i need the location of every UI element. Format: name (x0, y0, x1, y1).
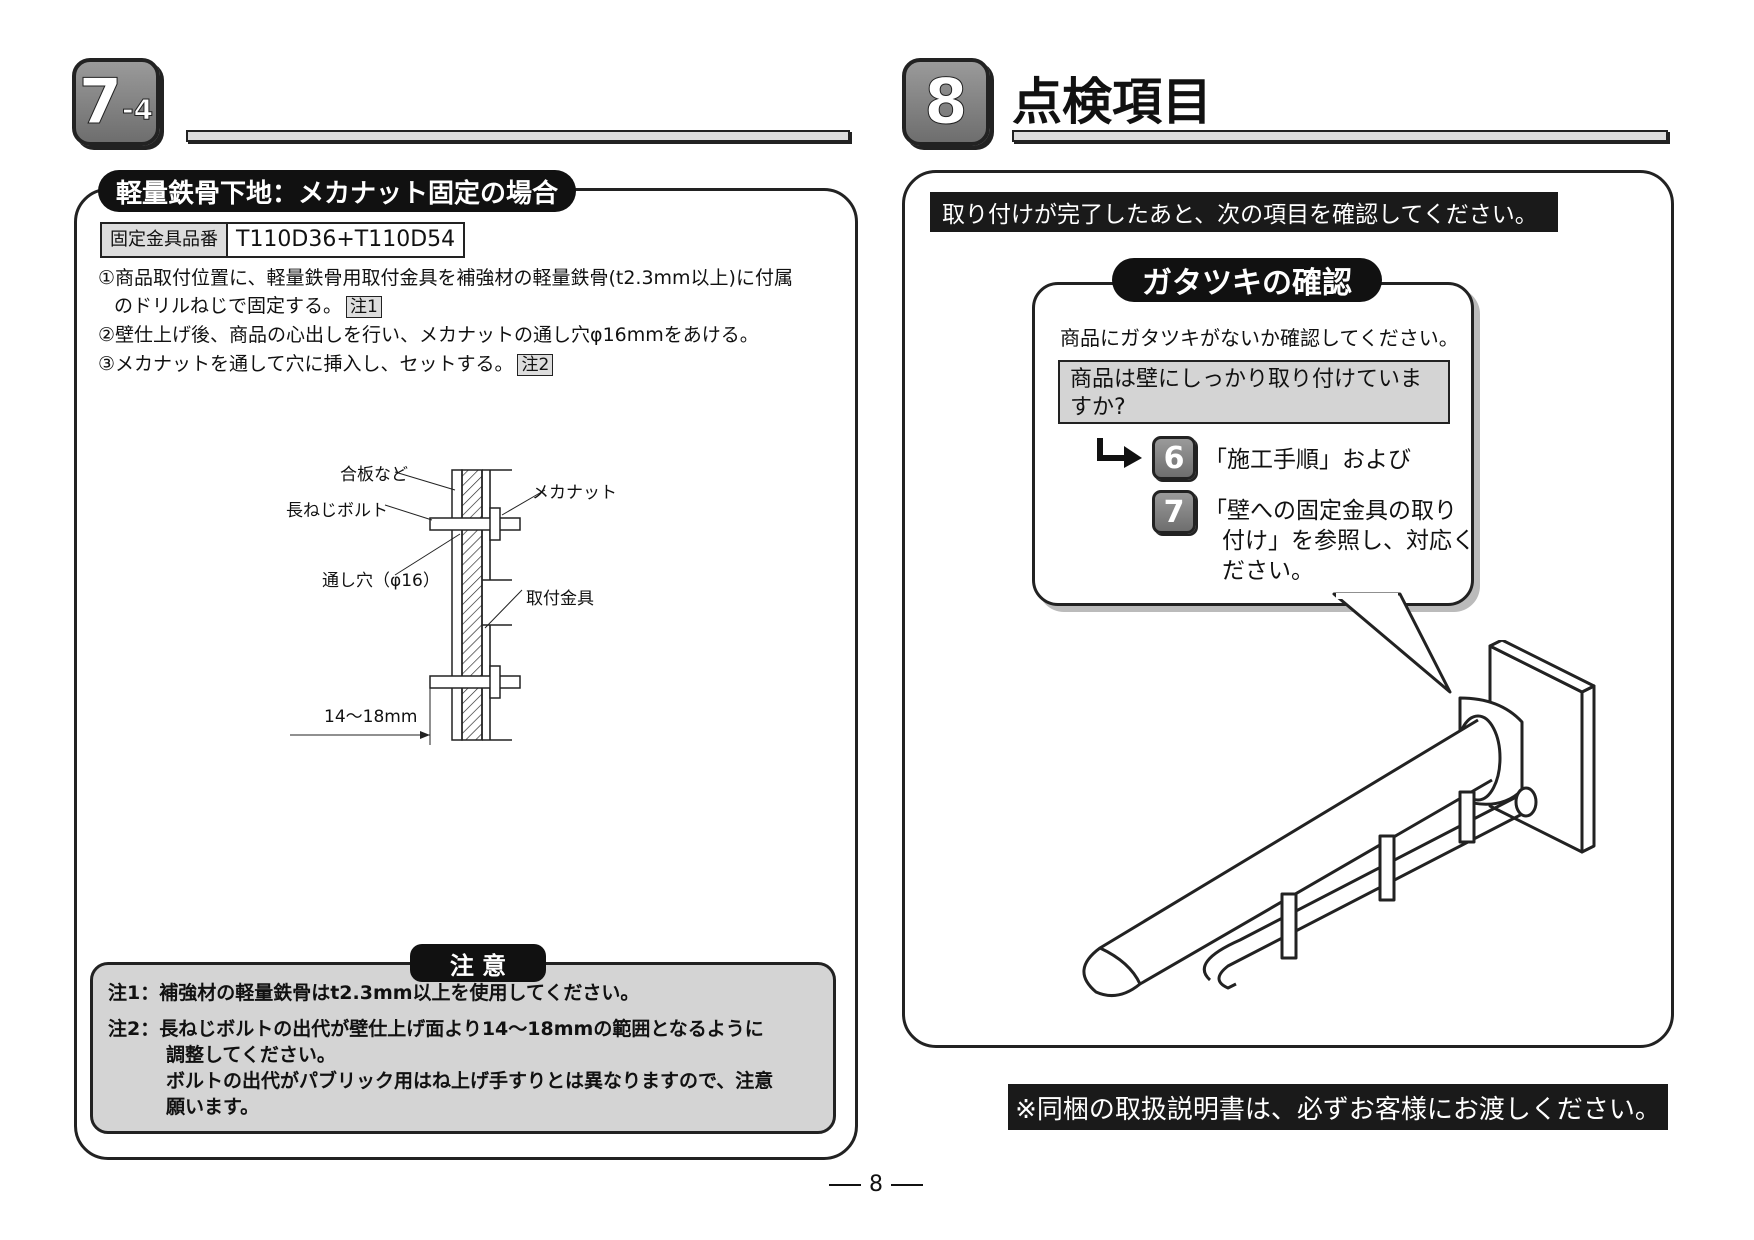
brace-2 (1378, 834, 1396, 902)
section-badge-8: 8 (902, 58, 990, 146)
rail-tip-detail (1099, 946, 1142, 985)
grab-bar-illustration (1082, 640, 1596, 998)
parts-value: T110D36+T110D54 (236, 227, 456, 252)
step1-line2: のドリルねじで固定する。注1 (114, 292, 382, 321)
section-number-8: 8 (924, 65, 968, 138)
note2-line3: ボルトの出代がパブリック用はね上げ手すりとは異なりますので、注意 (166, 1070, 774, 1092)
long-bolt-bottom (429, 675, 521, 689)
page-number-dash-right (891, 1183, 923, 1186)
wall-plate-top (1488, 640, 1596, 694)
dim-arrow (420, 731, 430, 739)
note2-line4: 願います。 (166, 1096, 260, 1118)
note2-line1: 注2：長ねじボルトの出代が壁仕上げ面より14～18mmの範囲となるように (108, 1018, 764, 1040)
note1: 注1：補強材の軽量鉄骨はt2.3mm以上を使用してください。 (108, 982, 640, 1004)
intro-bar: 取り付けが完了したあと、次の項目を確認してください。 (930, 192, 1558, 232)
parts-table: 固定金具品番 T110D36+T110D54 (100, 222, 466, 258)
upper-rail (1082, 718, 1493, 998)
leader-mekanut (501, 489, 546, 516)
section-rule-left (186, 130, 850, 142)
section-rule-right (1012, 130, 1668, 142)
ref2-line1: 「壁への固定金具の取り (1204, 498, 1457, 524)
page-number-dash-left (829, 1183, 861, 1186)
ref2-line2: 付け」を参照し、対応く (1222, 528, 1475, 554)
brace-3 (1458, 790, 1476, 844)
note1-tag: 注1 (346, 296, 382, 318)
ref-badge-6: 6 (1152, 436, 1196, 480)
ref2-line3: ださい。 (1222, 558, 1314, 584)
plywood-board (451, 469, 463, 741)
section-heading: 軽量鉄骨下地：メカナット固定の場合 (98, 170, 577, 212)
leader-bracket (484, 589, 523, 629)
lower-rail-cap (1514, 786, 1538, 818)
question-line1: 商品は壁にしっかり取り付けていま (1070, 367, 1423, 392)
note2-line2: 調整してください。 (166, 1044, 336, 1066)
check-bubble (1032, 282, 1474, 606)
leader-plywood (394, 471, 456, 491)
section-sub-number: -4 (122, 93, 154, 127)
mekanut-top (489, 507, 501, 541)
wall-plate-side (1580, 684, 1596, 854)
leader-hole (394, 533, 461, 576)
ref-badge-7: 7 (1152, 490, 1196, 534)
lower-rail-top (1202, 792, 1523, 982)
lower-rail (1217, 808, 1531, 990)
bubble-pointer (1332, 592, 1452, 694)
ref1-text: 「施工手順」および (1204, 447, 1411, 473)
caution-title: 注 意 (410, 944, 546, 982)
section-number: 7 (78, 65, 123, 138)
arrow-right-icon (1097, 438, 1142, 468)
label-bracket: 取付金具 (526, 589, 594, 609)
question-line2: すか? (1070, 395, 1126, 420)
step2: ②壁仕上げ後、商品の心出しを行い、メカナットの通し穴φ16mmをあける。 (98, 324, 759, 346)
mekanut-bottom (489, 665, 501, 699)
section-badge-7-4: 7-4 (72, 58, 160, 146)
ref2-text: 「壁への固定金具の取り 付け」を参照し、対応く ださい。 (1204, 496, 1475, 586)
label-longbolt: 長ねじボルト (286, 501, 388, 521)
brace-1 (1280, 892, 1298, 960)
parts-label: 固定金具品番 (102, 224, 228, 256)
label-mekanut: メカナット (532, 483, 617, 503)
label-protrusion: 14～18mm (324, 707, 418, 727)
label-plywood: 合板など (340, 465, 408, 485)
question-box: 商品は壁にしっかり取り付けていま すか? (1058, 360, 1450, 424)
page-number: 8 (869, 1172, 883, 1197)
mekanut-diagram (290, 469, 546, 745)
page-number-group: 8 (826, 1172, 926, 1197)
bracket-profile (481, 469, 512, 741)
check-text: 商品にガタツキがないか確認してください。 (1060, 326, 1459, 350)
step1-line1: ①商品取付位置に、軽量鉄骨用取付金具を補強材の軽量鉄骨(t2.3mm以上)に付属 (98, 267, 793, 289)
right-heading: 点検項目 (1012, 73, 1212, 131)
leader-longbolt (384, 504, 433, 521)
wall-finish (461, 469, 483, 741)
step1-line2-text: のドリルねじで固定する。 (114, 295, 343, 317)
long-bolt-top (429, 517, 521, 531)
step3: ③メカナットを通して穴に挿入し、セットする。注2 (98, 350, 554, 379)
check-title: ガタツキの確認 (1112, 258, 1382, 302)
footer-notice: ※同梱の取扱説明書は、必ずお客様にお渡しください。 (1008, 1084, 1668, 1130)
note2-tag: 注2 (517, 354, 554, 376)
label-hole: 通し穴（φ16） (322, 571, 440, 591)
caution-box (90, 962, 836, 1134)
step3-text: ③メカナットを通して穴に挿入し、セットする。 (98, 353, 514, 375)
